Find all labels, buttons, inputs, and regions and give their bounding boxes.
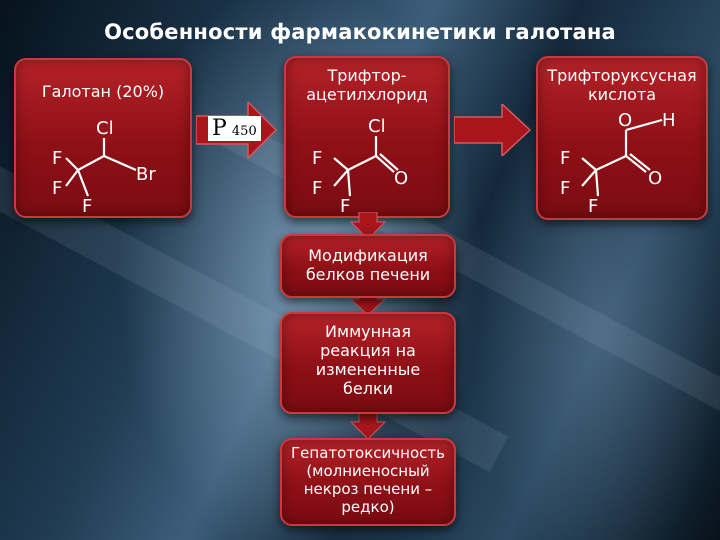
acid-label-1: Трифторуксусная: [547, 66, 697, 85]
chloride-box: Трифтор- ацетилхлорид Cl F F F O: [284, 56, 450, 218]
atom-o: O: [648, 168, 662, 189]
enzyme-label: P 450: [208, 116, 261, 141]
immune-box: Иммунная реакция на измененные белки: [280, 312, 456, 414]
atom-f: F: [340, 196, 350, 216]
immune-line-3: измененные: [315, 360, 421, 379]
atom-f: F: [52, 148, 62, 169]
enzyme-letter: P: [212, 116, 227, 141]
hepatotox-line-2: (молниеносный: [306, 462, 430, 480]
acid-box: Трифторуксусная кислота O H F F F O: [536, 56, 708, 220]
atom-f: F: [82, 196, 92, 216]
immune-line-2: реакция на: [320, 341, 416, 360]
arrow-down: [350, 412, 386, 440]
atom-f: F: [560, 148, 570, 169]
arrow-down: [350, 212, 386, 240]
atom-f: F: [588, 196, 598, 217]
immune-line-4: белки: [343, 379, 393, 398]
atom-h: H: [662, 110, 676, 131]
immune-line-1: Иммунная: [325, 322, 411, 341]
atom-cl: Cl: [368, 116, 386, 137]
arrow-to-acid: [454, 104, 532, 156]
hepatotox-line-3: некроз печени –: [303, 480, 433, 498]
halothane-label: Галотан (20%): [41, 82, 165, 101]
acid-structure: O H F F F O: [560, 110, 676, 217]
atom-cl: Cl: [96, 118, 114, 139]
modification-line-1: Модификация: [308, 246, 428, 265]
acid-label-2: кислота: [588, 85, 656, 104]
chloride-label-2: ацетилхлорид: [306, 85, 428, 104]
chloride-structure: Cl F F F O: [312, 116, 408, 216]
modification-line-2: белков печени: [305, 265, 431, 284]
enzyme-number: 450: [231, 124, 257, 139]
modification-box: Модификация белков печени: [280, 234, 456, 298]
atom-br: Br: [136, 164, 156, 185]
hepatotox-line-4: редко): [341, 498, 395, 516]
atom-f: F: [560, 178, 570, 199]
hepatotox-line-1: Гепатотоксичность: [291, 444, 445, 462]
atom-o: O: [618, 110, 632, 131]
halothane-structure: Cl F F F Br: [52, 118, 156, 216]
hepatotox-box: Гепатотоксичность (молниеносный некроз п…: [280, 438, 456, 526]
atom-f: F: [312, 148, 322, 169]
page-title: Особенности фармакокинетики галотана: [104, 20, 616, 44]
chloride-label-1: Трифтор-: [327, 66, 407, 85]
atom-f: F: [312, 178, 322, 199]
atom-f: F: [52, 178, 62, 199]
halothane-box: Галотан (20%) Cl F F F Br: [14, 58, 192, 218]
atom-o: O: [394, 168, 408, 189]
